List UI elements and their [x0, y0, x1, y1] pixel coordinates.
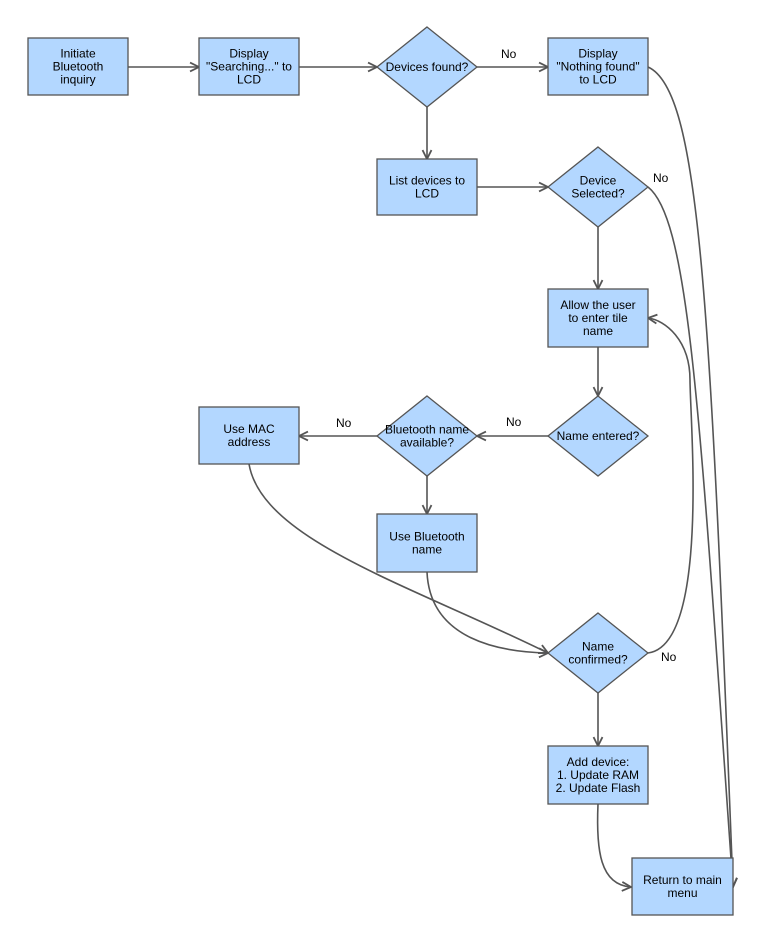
node-label-line: name — [583, 324, 613, 338]
node-label-line: "Nothing found" — [556, 60, 639, 74]
label-name-confirmed-no: No — [661, 650, 677, 664]
node-label-line: "Searching..." to — [206, 60, 292, 74]
edge-add-device-to-return — [596, 803, 631, 887]
node-label-line: Selected? — [571, 187, 625, 201]
svg-text:Devices found?: Devices found? — [386, 60, 469, 74]
node-label-line: 2. Update Flash — [556, 781, 641, 795]
node-label-line: Initiate — [60, 47, 96, 61]
node-label-line: Add device: — [567, 755, 630, 769]
node-label-line: Bluetooth — [53, 60, 104, 74]
node-label-line: Allow the user — [560, 298, 635, 312]
node-label-line: inquiry — [60, 73, 95, 87]
node-label-line: Use Bluetooth — [389, 530, 464, 544]
node-label-line: name — [412, 543, 442, 557]
node-label-line: LCD — [415, 187, 439, 201]
node-label-line: 1. Update RAM — [557, 768, 639, 782]
svg-text:Display"Nothing found"to LCD: Display"Nothing found"to LCD — [556, 47, 639, 87]
node-label-line: Use MAC — [223, 422, 275, 436]
node-label-line: Display — [578, 47, 617, 61]
node-display-nothing-found: Display"Nothing found"to LCD — [547, 37, 649, 96]
edge-nothing-found-to-return — [647, 66, 733, 887]
node-label-line: to enter tile — [568, 311, 628, 325]
node-label-line: menu — [667, 886, 697, 900]
node-label-line: Return to main — [643, 873, 722, 887]
node-label-line: address — [228, 435, 271, 449]
node-label-line: to LCD — [579, 73, 617, 87]
label-device-selected-no: No — [653, 171, 669, 185]
svg-text:Name entered?: Name entered? — [557, 429, 640, 443]
node-label-line: Bluetooth name — [385, 423, 469, 437]
node-label-line: Display — [229, 47, 268, 61]
label-bt-name-available-no: No — [336, 416, 352, 430]
node-label-line: LCD — [237, 73, 261, 87]
edge-confirmed-no-loop — [648, 318, 694, 654]
node-label-line: List devices to — [389, 174, 465, 188]
edge-device-selected-no — [647, 186, 733, 887]
edge-mac-to-confirmed — [248, 463, 548, 653]
node-devices-found: Devices found? — [375, 26, 479, 108]
label-devices-found-no: No — [501, 47, 517, 61]
node-label-line: Devices found? — [386, 60, 469, 74]
node-label-line: confirmed? — [568, 653, 628, 667]
node-label-line: Name entered? — [557, 429, 640, 443]
label-name-entered-no: No — [506, 415, 522, 429]
node-name-entered: Name entered? — [546, 395, 650, 477]
edge-bt-name-to-confirmed — [426, 571, 548, 653]
node-label-line: Name — [582, 640, 614, 654]
node-label-line: available? — [400, 436, 454, 450]
node-label-line: Device — [580, 174, 617, 188]
